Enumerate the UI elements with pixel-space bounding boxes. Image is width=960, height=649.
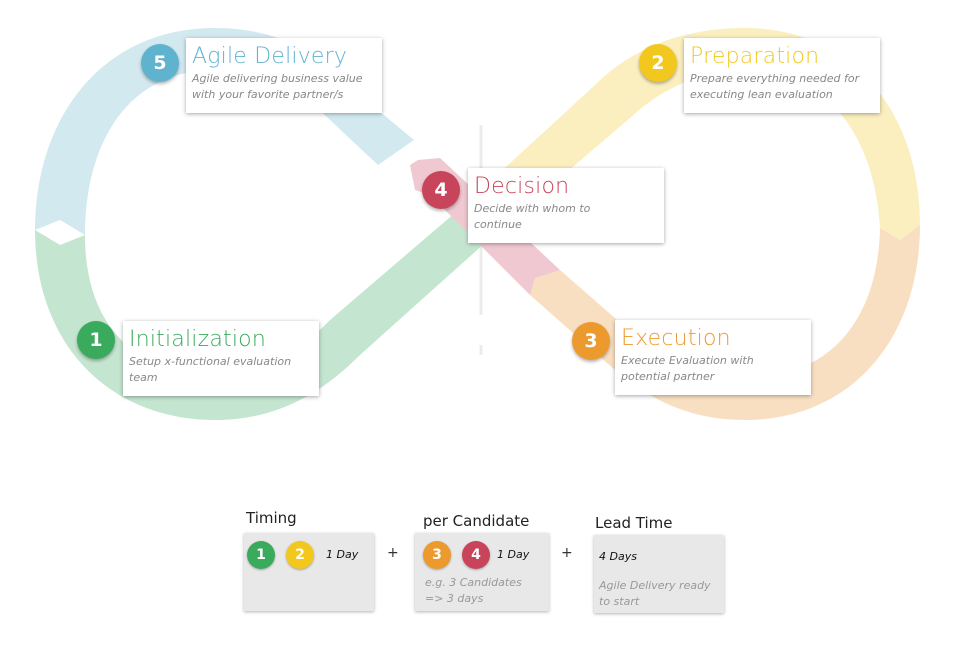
step-description: Prepare everything needed for executing … xyxy=(690,72,860,101)
step-title: Preparation xyxy=(690,44,820,69)
step-title: Decision xyxy=(474,174,570,199)
lead-time-box xyxy=(594,535,724,613)
timing-duration: 1 Day xyxy=(326,548,359,561)
step-card-agile-delivery: Agile Delivery Agile delivering business… xyxy=(186,38,382,113)
per-candidate-duration: 1 Day xyxy=(497,548,530,561)
timing-badge-2: 2 xyxy=(286,541,314,569)
timing-badge-1: 1 xyxy=(247,541,275,569)
step-card-decision: Decision Decide with whom to continue xyxy=(468,168,664,243)
step-card-initialization: Initialization Setup x-functional evalua… xyxy=(123,321,319,396)
plus-operator: + xyxy=(561,545,573,561)
timing-label: Timing xyxy=(246,509,297,527)
per-candidate-badge-3: 3 xyxy=(423,541,451,569)
step-badge-3: 3 xyxy=(572,322,610,360)
step-title: Execution xyxy=(621,326,731,351)
per-candidate-note-line1: e.g. 3 Candidates xyxy=(425,576,522,589)
step-card-preparation: Preparation Prepare everything needed fo… xyxy=(684,38,880,113)
step-card-execution: Execution Execute Evaluation with potent… xyxy=(615,320,811,395)
step-badge-4: 4 xyxy=(422,171,460,209)
lead-time-note-line1: Agile Delivery ready xyxy=(599,579,711,592)
step-description: Setup x-functional evaluation team xyxy=(129,355,292,384)
step-title: Initialization xyxy=(129,327,266,352)
lead-time-label: Lead Time xyxy=(595,514,673,532)
step-badge-1: 1 xyxy=(77,321,115,359)
step-description: Execute Evaluation with potential partne… xyxy=(621,354,754,383)
step-badge-2: 2 xyxy=(639,44,677,82)
step-description: Decide with whom to continue xyxy=(474,202,591,231)
step-description: Agile delivering business value with you… xyxy=(192,72,363,101)
per-candidate-label: per Candidate xyxy=(423,512,530,530)
per-candidate-note-line2: => 3 days xyxy=(425,592,484,605)
lead-time-note-line2: to start xyxy=(599,595,640,608)
plus-operator: + xyxy=(387,545,399,561)
step-title: Agile Delivery xyxy=(192,44,348,69)
per-candidate-badge-4: 4 xyxy=(462,541,490,569)
lead-time-duration: 4 Days xyxy=(599,550,637,563)
step-badge-5: 5 xyxy=(141,44,179,82)
